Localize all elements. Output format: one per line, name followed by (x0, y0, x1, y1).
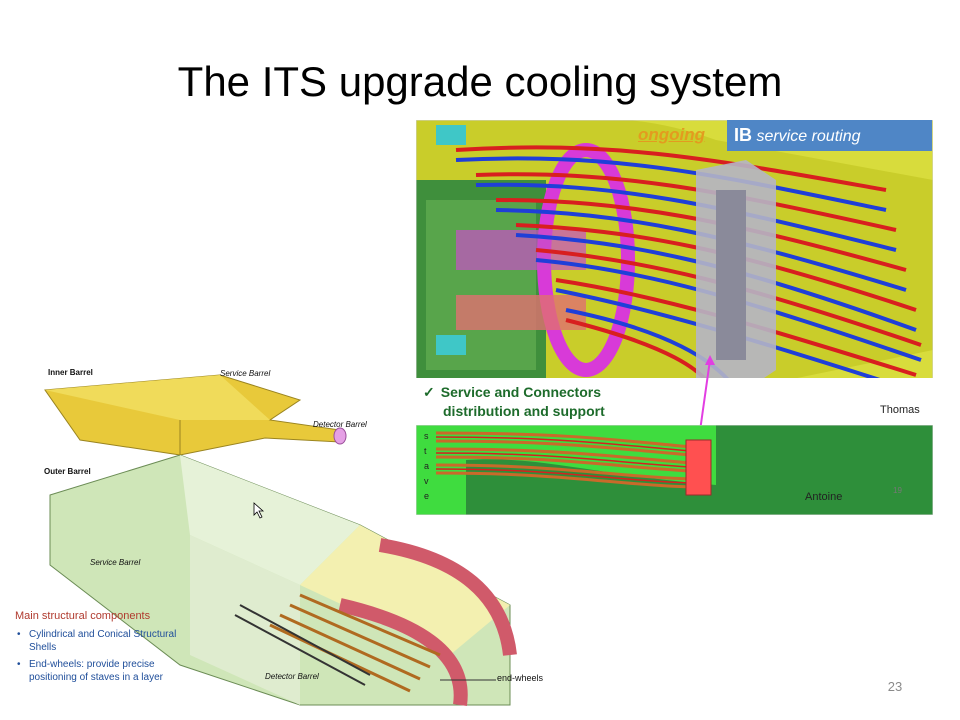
stave-letter: e (424, 491, 430, 501)
ib-service-routing-render (416, 120, 933, 403)
ongoing-label: ongoing (638, 125, 706, 144)
components-item: End-wheels: provide precise positioning … (17, 658, 199, 684)
end-wheels-label: end-wheels (497, 673, 544, 683)
outer-barrel-label: Outer Barrel (44, 467, 91, 476)
slide-title: The ITS upgrade cooling system (177, 58, 783, 105)
author-antoine: Antoine (805, 491, 843, 503)
stave-letter: v (424, 476, 429, 486)
stave-letter: t (424, 446, 427, 456)
service-note-line2: distribution and support (443, 403, 605, 419)
service-note-line1: Service and Connectors (440, 384, 602, 400)
service-barrel-label-bottom: Service Barrel (90, 558, 141, 567)
components-box: Main structural components Cylindrical a… (15, 610, 215, 688)
service-routing-label: service routing (752, 128, 861, 145)
service-connectors-note: ✓ Service and Connectors distribution and… (423, 383, 703, 421)
end-wheels-callout-line (440, 679, 496, 681)
inner-barrel-render (44, 374, 347, 456)
ib-service-routing-banner: IB service routing (727, 120, 932, 151)
note-background (416, 378, 933, 422)
service-barrel-label-top: Service Barrel (220, 369, 271, 378)
inner-barrel-label: Inner Barrel (48, 368, 93, 377)
detector-barrel-label-top: Detector Barrel (313, 420, 367, 429)
inset-page-number: 19 (893, 486, 902, 495)
check-icon: ✓ (423, 384, 435, 400)
stave-inset-render (416, 425, 933, 515)
components-title: Main structural components (15, 610, 151, 622)
page-number: 23 (887, 679, 903, 694)
stave-letter: s (424, 431, 429, 441)
ib-label: IB (734, 125, 752, 145)
author-thomas: Thomas (880, 404, 920, 416)
components-item: Cylindrical and Conical Structural Shell… (17, 628, 199, 654)
detector-barrel-label-bottom: Detector Barrel (265, 672, 319, 681)
stave-letter: a (424, 461, 430, 471)
